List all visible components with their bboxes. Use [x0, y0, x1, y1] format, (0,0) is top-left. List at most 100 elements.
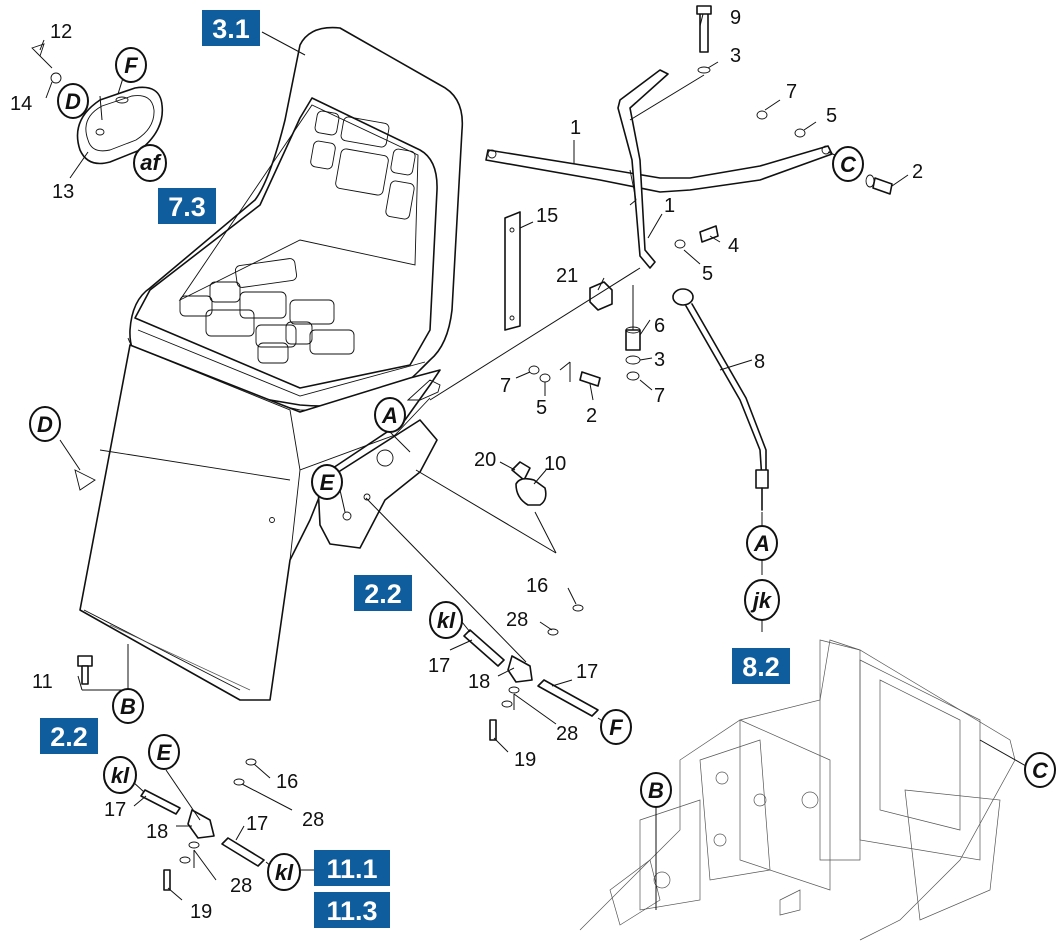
svg-text:7.3: 7.3: [168, 192, 206, 222]
part-number: 18: [146, 821, 168, 843]
svg-text:D: D: [37, 412, 53, 437]
svg-text:B: B: [120, 694, 136, 719]
part-number: 2: [586, 405, 597, 427]
part-number: 4: [728, 235, 739, 257]
svg-text:D: D: [65, 89, 81, 114]
svg-text:B: B: [648, 778, 664, 803]
control-lever-assembly: [485, 5, 893, 269]
svg-text:C: C: [840, 152, 857, 177]
connector-label: af: [133, 144, 167, 182]
connector-labels: F D af C D A E A: [29, 47, 1056, 891]
connector-label: B: [112, 688, 144, 724]
reference-box: 2.2: [354, 575, 412, 611]
ignition-switch: [511, 461, 547, 506]
svg-text:11.3: 11.3: [326, 896, 377, 926]
seat: [127, 26, 464, 411]
part-number: 1: [664, 195, 675, 217]
part-number: 7: [500, 375, 511, 397]
connector-label: jk: [744, 579, 780, 621]
connector-label: B: [640, 772, 672, 808]
reference-box: 3.1: [202, 10, 260, 46]
part-number: 11: [32, 671, 53, 693]
svg-text:jk: jk: [750, 588, 773, 613]
part-number: 16: [276, 771, 298, 793]
connector-label: D: [57, 83, 89, 119]
part-number: 5: [536, 397, 547, 419]
throttle-cable: [672, 288, 769, 511]
part-number: 17: [576, 661, 598, 683]
svg-text:2.2: 2.2: [364, 579, 402, 609]
part-number: 15: [536, 205, 558, 227]
part-number: 28: [230, 875, 252, 897]
reference-box: 7.3: [158, 188, 216, 224]
part-number: 5: [702, 263, 713, 285]
part-number: 12: [50, 21, 72, 43]
part-number: 7: [654, 385, 665, 407]
part-number: 9: [730, 7, 741, 29]
svg-text:8.2: 8.2: [742, 652, 780, 682]
part-number: 19: [190, 901, 212, 923]
svg-text:A: A: [381, 403, 398, 428]
connector-label: F: [115, 47, 147, 83]
connector-label: A: [374, 397, 406, 433]
part-number: 6: [654, 315, 665, 337]
reference-boxes: 3.1 7.3 2.2 8.2 2.2 11.1 11.3: [40, 10, 790, 928]
part-number: 14: [10, 93, 32, 115]
connector-label: F: [600, 709, 632, 745]
part-number: 1: [570, 117, 581, 139]
part-number: 10: [544, 453, 566, 475]
part-number: 20: [474, 449, 496, 471]
machine-frame: [579, 639, 1016, 941]
fitting-group-lower: [140, 758, 265, 891]
svg-text:2.2: 2.2: [50, 722, 88, 752]
part-number: 17: [104, 799, 126, 821]
reference-box: 2.2: [40, 718, 98, 754]
reference-box: 11.3: [314, 892, 390, 928]
reference-box: 11.1: [314, 850, 390, 886]
connector-label: D: [29, 406, 61, 442]
svg-text:E: E: [157, 740, 173, 765]
part-number: 5: [826, 105, 837, 127]
connector-label: kl: [429, 601, 463, 639]
reference-box: 8.2: [732, 648, 790, 684]
part-number: 7: [786, 81, 797, 103]
part-number: 2: [912, 161, 923, 183]
seat-base-console: [74, 344, 441, 701]
part-number: 18: [468, 671, 490, 693]
svg-text:C: C: [1032, 758, 1049, 783]
connector-label: E: [148, 734, 180, 770]
svg-text:af: af: [140, 150, 162, 175]
part-number: 28: [506, 609, 528, 631]
part-number: 3: [654, 349, 665, 371]
connector-label: kl: [267, 853, 301, 891]
svg-text:F: F: [609, 715, 623, 740]
part-number: 17: [428, 655, 450, 677]
svg-text:E: E: [320, 470, 336, 495]
part-number: 8: [754, 351, 765, 373]
vent-cover: [31, 43, 164, 165]
svg-text:11.1: 11.1: [326, 854, 377, 884]
part-number: 16: [526, 575, 548, 597]
part-number: 21: [556, 265, 578, 287]
part-number: 3: [730, 45, 741, 67]
svg-text:3.1: 3.1: [212, 14, 250, 44]
svg-text:kl: kl: [275, 860, 294, 885]
connector-label: A: [746, 525, 778, 561]
bolt-11: [77, 655, 93, 685]
mounting-bracket: [504, 211, 641, 387]
connector-label: kl: [103, 756, 137, 794]
fitting-group-upper: [463, 604, 599, 741]
connector-label: C: [1024, 752, 1056, 788]
svg-text:F: F: [124, 53, 138, 78]
part-number-labels: 12 14 13 9 3 7 5 1 2 1 4 5 15 21 6 3 7 8…: [10, 7, 923, 923]
connector-label: C: [832, 146, 864, 182]
part-number: 19: [514, 749, 536, 771]
part-number: 13: [52, 181, 74, 203]
svg-text:kl: kl: [111, 763, 130, 788]
part-number: 28: [556, 723, 578, 745]
part-number: 17: [246, 813, 268, 835]
connector-label: E: [311, 464, 343, 500]
svg-text:kl: kl: [437, 608, 456, 633]
svg-text:A: A: [753, 531, 770, 556]
